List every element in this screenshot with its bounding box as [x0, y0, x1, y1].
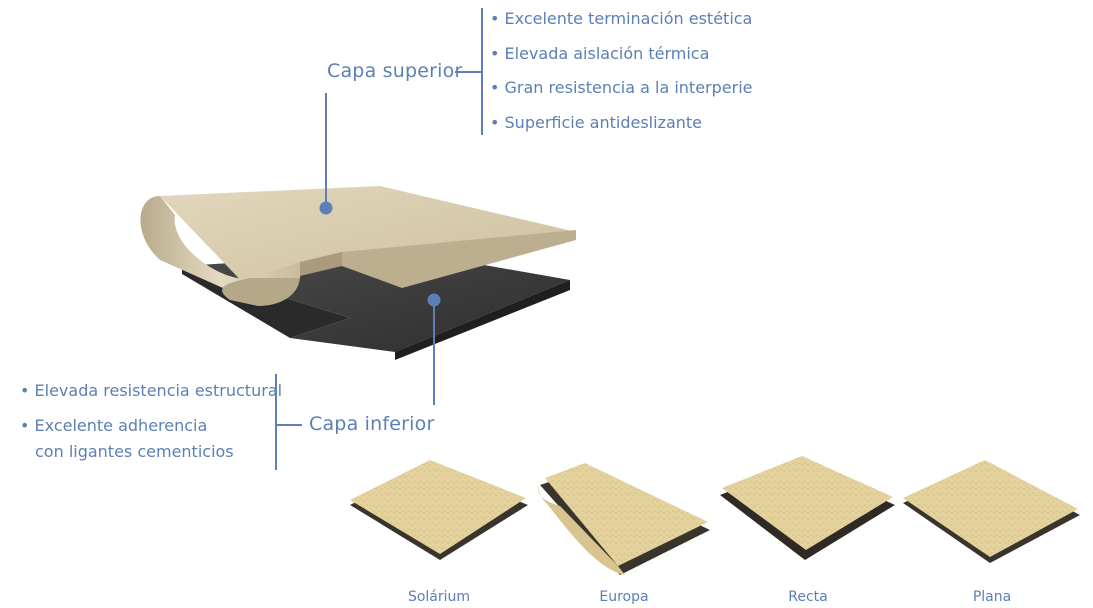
- caption-europa: Europa: [599, 589, 649, 605]
- top-layer-bullet-1: • Excelente terminación estética: [490, 9, 753, 28]
- bottom-layer-marker: [427, 293, 441, 307]
- top-layer-bullet-4: • Superficie antideslizante: [490, 113, 702, 132]
- bottom-layer-bullet-1: • Elevada resistencia estructural: [20, 381, 283, 400]
- sample-solarium: [350, 460, 528, 560]
- sample-europa: [537, 463, 710, 575]
- top-layer-label: Capa superior: [327, 60, 463, 82]
- bottom-layer-label: Capa inferior: [309, 413, 435, 435]
- top-layer-marker: [319, 201, 333, 215]
- bottom-layer-bullet-2: • Excelente adherencia: [20, 416, 208, 435]
- top-layer-bullet-2: • Elevada aislación térmica: [490, 44, 710, 63]
- caption-recta: Recta: [788, 589, 828, 605]
- sample-plana: [903, 460, 1080, 563]
- caption-solarium: Solárium: [407, 589, 471, 605]
- bottom-layer-bullet-2-cont: con ligantes cementicios: [35, 442, 234, 461]
- top-layer-bullet-3: • Gran resistencia a la interperie: [490, 78, 753, 97]
- top-layer-slab: [140, 186, 576, 306]
- caption-plana: Plana: [972, 589, 1012, 605]
- sample-recta: [720, 456, 895, 560]
